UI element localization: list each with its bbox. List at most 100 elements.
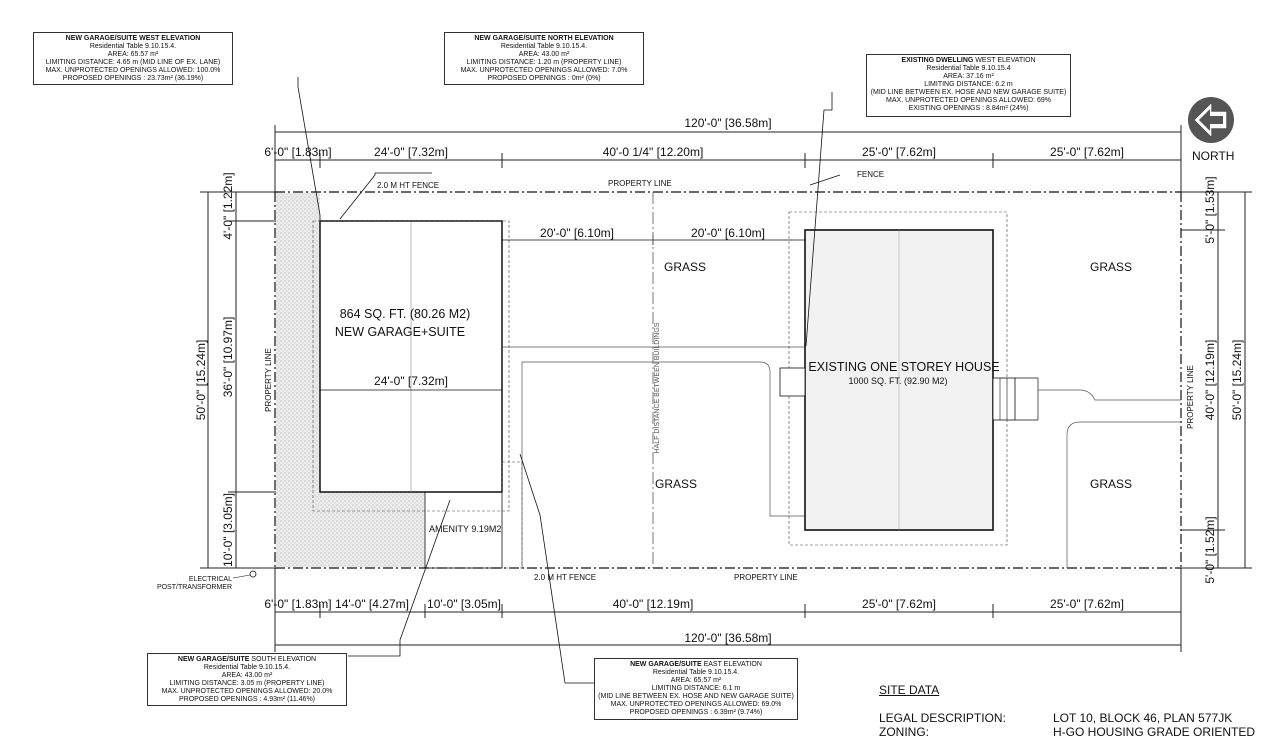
site-data-block: SITE DATA LEGAL DESCRIPTION: LOT 10, BLO…: [879, 683, 1259, 739]
fence-top-label: 2.0 M HT FENCE: [377, 181, 439, 190]
note-west-title: NEW GARAGE/SUITE WEST ELEVATION: [65, 35, 201, 42]
note-east-l5: MAX. UNPROTECTED OPENINGS ALLOWED: 69.0%: [610, 701, 782, 708]
note-west-l1: Residential Table 9.10.15.4.: [89, 43, 177, 50]
note-dwelling-l6: EXISTING OPENINGS : 8.84m² (24%): [908, 105, 1029, 112]
note-east-l6: PROPOSED OPENINGS : 6.39m² (9.74%): [629, 709, 763, 716]
note-dwelling-title-rest: WEST ELEVATION: [973, 57, 1036, 64]
grass-label-3: GRASS: [1090, 260, 1132, 274]
north-label: NORTH: [1192, 149, 1234, 163]
zoning-key: ZONING:: [879, 725, 929, 739]
dim-top-seg1: 6'-0" [1.83m]: [264, 145, 331, 159]
dim-left-overall: 50'-0" [15.24m]: [194, 340, 208, 421]
note-north-l3: LIMITING DISTANCE: 1.20 m (PROPERTY LINE…: [466, 59, 622, 66]
dim-bot-seg2: 14'-0" [4.27m]: [335, 597, 409, 611]
dim-right-bot: 5'-0" [1.52m]: [1203, 516, 1217, 583]
note-east-title-rest: EAST ELEVATION: [701, 661, 762, 668]
dim-bot-overall: 120'-0" [36.58m]: [684, 631, 771, 645]
dim-inner-20-left: 20'-0" [6.10m]: [540, 226, 614, 240]
note-south-title: NEW GARAGE/SUITE SOUTH ELEVATION: [151, 656, 343, 664]
note-east-title: NEW GARAGE/SUITE EAST ELEVATION: [598, 661, 794, 669]
top-dimensions: [274, 125, 1182, 192]
electrical-label-2: POST/TRANSFORMER: [157, 584, 232, 591]
property-line-top-label: PROPERTY LINE: [608, 179, 672, 188]
leader-lines: [297, 77, 841, 684]
note-east-l2: AREA: 65.57 m²: [670, 677, 722, 684]
property-line-right-label: PROPERTY LINE: [1186, 365, 1195, 429]
note-dwelling-title: EXISTING DWELLING WEST ELEVATION: [870, 57, 1067, 65]
note-west-l4: MAX. UNPROTECTED OPENINGS ALLOWED: 100.0…: [45, 67, 221, 74]
note-north-elevation: NEW GARAGE/SUITE NORTH ELEVATION Residen…: [444, 32, 644, 85]
dim-top-overall: 120'-0" [36.58m]: [684, 116, 771, 130]
note-dwelling-l3: LIMITING DISTANCE: 6.2 m: [924, 81, 1013, 88]
dim-right-overall: 50'-0" [15.24m]: [1230, 340, 1244, 421]
house-name-label: EXISTING ONE STOREY HOUSE: [808, 360, 999, 374]
north-arrow-icon: [1188, 97, 1234, 143]
note-south-title-bold: NEW GARAGE/SUITE: [177, 656, 250, 663]
note-south-title-rest: SOUTH ELEVATION: [249, 656, 317, 663]
note-south-l1: Residential Table 9.10.15.4.: [203, 664, 291, 671]
site-data-zoning-row: ZONING: H-GO HOUSING GRADE ORIENTED: [879, 725, 1259, 739]
dim-top-seg5: 25'-0" [7.62m]: [1050, 145, 1124, 159]
note-west-l3: LIMITING DISTANCE: 4.65 m (MID LINE OF E…: [45, 59, 221, 66]
site-data-header: SITE DATA: [879, 683, 940, 697]
electrical-label-1: ELECTRICAL: [189, 576, 232, 583]
note-dwelling-title-bold: EXISTING DWELLING: [901, 57, 974, 64]
note-east-title-bold: NEW GARAGE/SUITE: [630, 661, 702, 668]
house-area-label: 1000 SQ. FT. (92.90 M2): [848, 376, 947, 386]
bottom-dimensions: [274, 568, 1182, 652]
dim-bot-seg3: 10'-0" [3.05m]: [427, 597, 501, 611]
middle-zone: [501, 192, 806, 568]
half-distance-label: HALF DISTANCE BETWEEN BUILDINGS: [654, 322, 661, 453]
note-north-l1: Residential Table 9.10.15.4.: [500, 43, 588, 50]
note-north-l4: MAX. UNPROTECTED OPENINGS ALLOWED: 7.0%: [460, 67, 628, 74]
grass-label-4: GRASS: [1090, 477, 1132, 491]
note-west-l2: AREA: 65.57 m²: [107, 51, 159, 58]
note-north-title: NEW GARAGE/SUITE NORTH ELEVATION: [474, 35, 614, 42]
dim-bot-seg5: 25'-0" [7.62m]: [862, 597, 936, 611]
amenity-label: AMENITY 9.19M2: [429, 524, 501, 534]
property-line-bottom-label: PROPERTY LINE: [734, 573, 798, 582]
property-line-left-label: PROPERTY LINE: [264, 348, 273, 412]
note-east-l1: Residential Table 9.10.15.4.: [652, 669, 740, 676]
site-data-legal-row: LEGAL DESCRIPTION: LOT 10, BLOCK 46, PLA…: [879, 711, 1259, 725]
note-north-l5: PROPOSED OPENINGS : 0m² (0%): [487, 75, 601, 82]
note-south-l4: MAX. UNPROTECTED OPENINGS ALLOWED: 20.0%: [161, 688, 333, 695]
grass-label-1: GRASS: [664, 260, 706, 274]
note-south-l2: AREA: 43.00 m²: [221, 672, 273, 679]
electrical-post-icon: [249, 570, 257, 578]
zoning-value: H-GO HOUSING GRADE ORIENTED: [1053, 725, 1256, 739]
garage-area-label: 864 SQ. FT. (80.26 M2): [340, 307, 471, 321]
garage-width-dim: 24'-0" [7.32m]: [374, 374, 448, 388]
legal-description-value: LOT 10, BLOCK 46, PLAN 577JK: [1053, 711, 1233, 725]
dim-left-top: 4'-0" [1.22m]: [221, 172, 235, 239]
note-dwelling-elevation: EXISTING DWELLING WEST ELEVATION Residen…: [866, 54, 1071, 117]
dim-top-seg2: 24'-0" [7.32m]: [374, 145, 448, 159]
dim-bot-seg1: 6'-0" [1.83m]: [264, 597, 331, 611]
note-south-l3: LIMITING DISTANCE: 3.05 m (PROPERTY LINE…: [169, 680, 325, 687]
note-dwelling-l4: (MID LINE BETWEEN EX. HOSE AND NEW GARAG…: [870, 89, 1067, 96]
note-dwelling-l2: AREA: 37.16 m²: [943, 73, 994, 80]
dim-bot-seg6: 25'-0" [7.62m]: [1050, 597, 1124, 611]
garage-name-label: NEW GARAGE+SUITE: [335, 325, 465, 339]
note-dwelling-l5: MAX. UNPROTECTED OPENINGS ALLOWED: 69%: [886, 97, 1051, 104]
fence-bottom-label: 2.0 M HT FENCE: [534, 573, 596, 582]
dim-inner-20-right: 20'-0" [6.10m]: [691, 226, 765, 240]
note-dwelling-l1: Residential Table 9.10.15.4: [926, 65, 1011, 72]
existing-house: [779, 211, 1181, 568]
note-north-l2: AREA: 43.00 m²: [518, 51, 570, 58]
dim-top-seg4: 25'-0" [7.62m]: [862, 145, 936, 159]
note-east-l3: LIMITING DISTANCE: 6.1 m: [651, 685, 741, 692]
dim-left-mid: 36'-0" [10.97m]: [221, 317, 235, 398]
dim-bot-seg4: 40'-0" [12.19m]: [613, 597, 694, 611]
fence-label: FENCE: [857, 170, 884, 179]
note-south-elevation: NEW GARAGE/SUITE SOUTH ELEVATION Residen…: [147, 653, 347, 706]
note-east-elevation: NEW GARAGE/SUITE EAST ELEVATION Resident…: [594, 658, 798, 720]
note-south-l5: PROPOSED OPENINGS : 4.93m² (11.46%): [178, 696, 316, 703]
note-west-elevation: NEW GARAGE/SUITE WEST ELEVATION Resident…: [33, 32, 233, 85]
new-garage-suite: [312, 220, 523, 569]
note-west-l5: PROPOSED OPENINGS : 23.73m² (36.19%): [62, 75, 204, 82]
dim-top-seg3: 40'-0 1/4" [12.20m]: [603, 145, 704, 159]
right-dimensions: [1181, 191, 1252, 569]
note-east-l4: (MID LINE BETWEEN EX. HOSE AND NEW GARAG…: [598, 693, 794, 700]
